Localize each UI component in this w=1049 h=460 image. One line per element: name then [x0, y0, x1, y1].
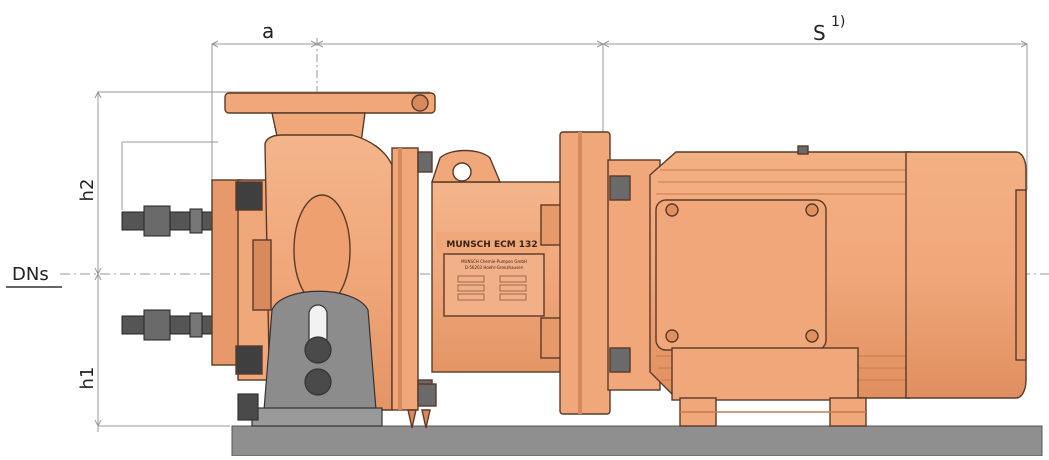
label-a: a — [262, 19, 274, 43]
terminal-box — [655, 199, 827, 351]
flange-bolt-head — [411, 94, 429, 112]
adapter-flange-edge — [578, 132, 582, 414]
fan-cover — [905, 151, 1027, 399]
fan-cover-cap — [1015, 189, 1027, 361]
casing-lug — [252, 239, 272, 311]
terminal-screw-3 — [665, 329, 679, 343]
adapter-flange — [559, 131, 611, 415]
washer-upper — [189, 208, 203, 234]
casing-back-plate — [391, 147, 419, 411]
motor-flange — [559, 131, 661, 415]
label-s: S — [813, 21, 826, 45]
foot-bolt-upper — [304, 336, 332, 364]
arrow-h1-top — [94, 272, 102, 281]
cable-gland — [797, 145, 809, 155]
nut-lower — [143, 309, 171, 341]
volute-oval — [293, 194, 351, 306]
back-plate-edge — [398, 148, 402, 410]
nameplate-title: MUNSCH ECM 132 — [446, 240, 537, 250]
nameplate-fields — [457, 275, 527, 301]
bracket-foot-bolt — [417, 383, 437, 407]
nameplate-line-2: D-56203 Hoehr-Grenzhausen — [465, 265, 524, 270]
pump-foot — [237, 290, 383, 427]
nut-upper — [143, 205, 171, 237]
base-plate — [231, 425, 1043, 457]
motor-foot-block — [671, 347, 859, 401]
terminal-screw-1 — [665, 203, 679, 217]
nameplate — [443, 253, 545, 317]
bearing-bracket: MUNSCH ECM 132 MUNSCH Chemie-Pumpen GmbH… — [407, 149, 564, 429]
motor-flange-bolt-bottom — [609, 347, 631, 373]
label-dns: DNs — [12, 264, 49, 285]
arrow-h1-bottom — [94, 419, 102, 428]
drain-spike-1 — [407, 409, 417, 429]
foot-bolt-lower — [304, 368, 332, 396]
arrow-h2-top — [94, 90, 102, 99]
label-s-footnote: 1) — [831, 14, 845, 30]
nameplate-title-band — [436, 232, 548, 254]
arrow-mid-right — [315, 40, 324, 48]
terminal-screw-4 — [805, 329, 819, 343]
drain-spike-2 — [421, 409, 431, 429]
nameplate-line-1: MUNSCH Chemie-Pumpen GmbH — [461, 259, 527, 264]
motor-flange-bolt-top — [609, 175, 631, 201]
discharge-flange — [224, 92, 436, 114]
suction-cover-plate — [211, 179, 243, 366]
arrow-s-right — [1020, 40, 1029, 48]
casing-bolt-bottom — [235, 345, 263, 375]
electric-motor — [649, 145, 1027, 427]
suction-studs — [121, 205, 219, 341]
back-bolt-top — [417, 151, 433, 173]
label-h2: h2 — [77, 179, 98, 202]
lifting-eye-hole — [452, 162, 472, 182]
arrow-a-left — [210, 40, 219, 48]
arrow-s-left — [601, 40, 610, 48]
washer-lower — [189, 312, 203, 338]
foot-anchor-left — [237, 393, 259, 421]
label-h1: h1 — [77, 367, 98, 390]
foot-base — [251, 407, 383, 427]
terminal-screw-2 — [805, 203, 819, 217]
casing-bolt-top — [235, 181, 263, 211]
